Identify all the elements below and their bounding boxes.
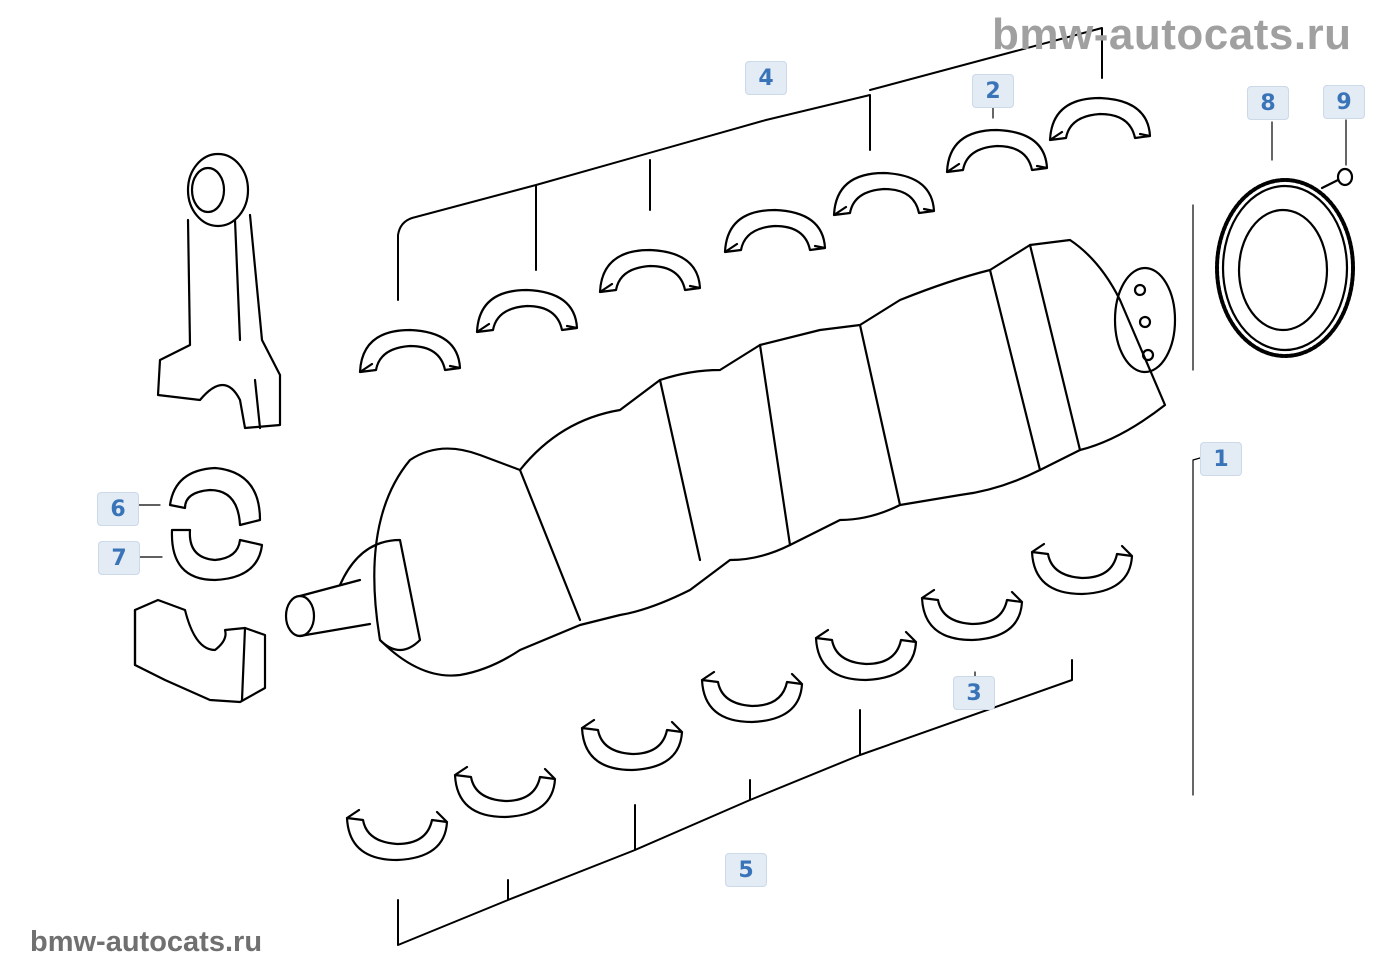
bearing-shell[interactable]	[945, 128, 1049, 174]
screw[interactable]	[1320, 167, 1354, 190]
lower-bearing-shells	[345, 542, 1134, 862]
bearing-shell[interactable]	[1048, 96, 1152, 142]
watermark-bottom: bmw-autocats.ru	[30, 926, 263, 958]
impulse-wheel[interactable]	[1215, 178, 1355, 358]
bearing-shell[interactable]	[598, 248, 702, 294]
bearing-shell[interactable]	[345, 808, 449, 862]
bearing-shell[interactable]	[358, 328, 462, 374]
bearing-shell[interactable]	[700, 670, 804, 724]
callout-3[interactable]: 3	[953, 676, 995, 710]
callout-2[interactable]: 2	[972, 74, 1014, 108]
bearing-shell[interactable]	[832, 171, 936, 217]
connecting-rod[interactable]	[156, 152, 282, 430]
bearing-shell[interactable]	[580, 718, 684, 772]
bearing-shell[interactable]	[920, 588, 1024, 642]
callout-4[interactable]: 4	[745, 61, 787, 95]
bearing-shell[interactable]	[723, 208, 827, 254]
callout-6[interactable]: 6	[97, 492, 139, 526]
rod-cap[interactable]	[133, 598, 267, 704]
callout-8[interactable]: 8	[1247, 86, 1289, 120]
callout-7[interactable]: 7	[98, 541, 140, 575]
bearing-shell[interactable]	[814, 628, 918, 682]
bearing-shell[interactable]	[1030, 542, 1134, 596]
callout-9[interactable]: 9	[1323, 85, 1365, 119]
callout-5[interactable]: 5	[725, 853, 767, 887]
bearing-shell[interactable]	[475, 288, 579, 334]
leader-lines	[127, 27, 1347, 946]
upper-bearing-shells	[358, 96, 1152, 374]
bearing-shell[interactable]	[453, 765, 557, 819]
crankshaft[interactable]	[284, 238, 1177, 677]
callout-1[interactable]: 1	[1200, 442, 1242, 476]
watermark-top: bmw-autocats.ru	[992, 10, 1352, 59]
rod-bearing-shells[interactable]	[168, 466, 264, 582]
